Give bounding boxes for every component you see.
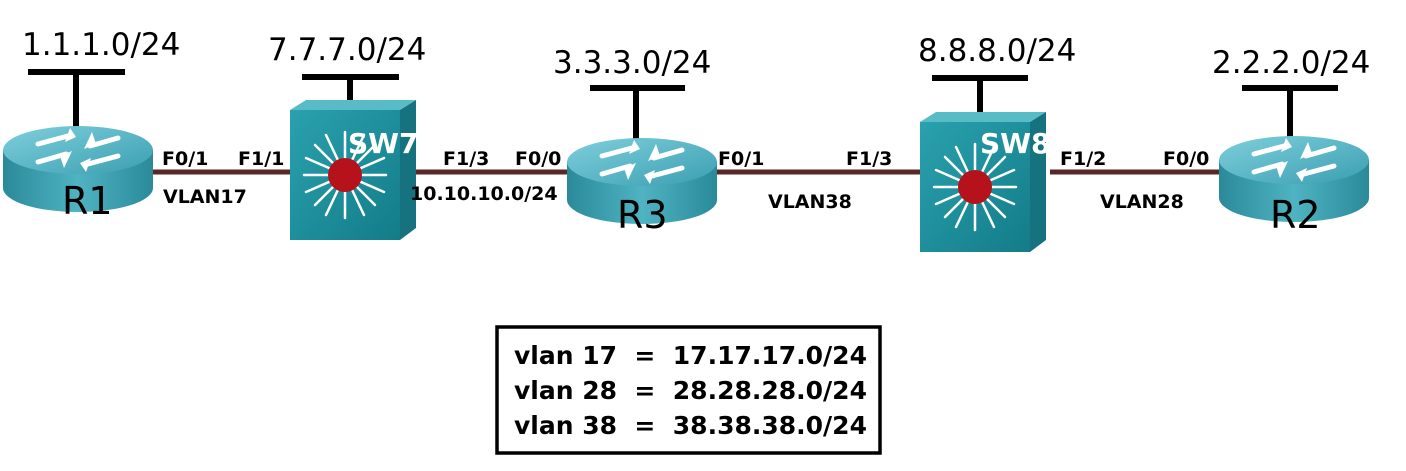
router-r3-label: R3: [617, 193, 668, 237]
r2-lan-label: 2.2.2.0/24: [1212, 45, 1370, 81]
sw7-port-f11: F1/1: [238, 148, 284, 170]
sw8-port-f13: F1/3: [846, 148, 892, 170]
r2-port-f00: F0/0: [1163, 148, 1209, 170]
lan-stubs: [28, 69, 1338, 140]
sw7-port-f13: F1/3: [443, 148, 489, 170]
vlan-legend-box: vlan 17 = 17.17.17.0/24 vlan 28 = 28.28.…: [495, 325, 882, 455]
r1-port-f01: F0/1: [162, 148, 208, 170]
sw8-port-f12: F1/2: [1060, 148, 1106, 170]
sw8-lan-label: 8.8.8.0/24: [918, 33, 1076, 69]
link-sw7-r3-label: 10.10.10.0/24: [410, 183, 558, 205]
legend-line-vlan17: vlan 17 = 17.17.17.0/24: [514, 341, 867, 370]
switch-sw8-label: SW8: [980, 127, 1051, 160]
legend-line-vlan28: vlan 28 = 28.28.28.0/24: [514, 376, 867, 405]
legend-line-vlan38: vlan 38 = 38.38.38.0/24: [514, 411, 867, 440]
sw7-lan-label: 7.7.7.0/24: [268, 32, 426, 68]
link-r3-sw8-label: VLAN38: [768, 191, 852, 213]
router-r2-label: R2: [1270, 193, 1321, 237]
switch-sw7-icon[interactable]: [288, 98, 418, 242]
r1-lan-label: 1.1.1.0/24: [22, 27, 180, 63]
r3-lan-label: 3.3.3.0/24: [553, 45, 711, 81]
router-r1-label: R1: [62, 179, 113, 223]
r3-port-f01: F0/1: [718, 148, 764, 170]
switch-sw7-label: SW7: [348, 127, 419, 160]
r3-port-f00: F0/0: [515, 148, 561, 170]
link-sw8-r2-label: VLAN28: [1100, 191, 1184, 213]
link-r1-sw7-label: VLAN17: [163, 186, 247, 208]
